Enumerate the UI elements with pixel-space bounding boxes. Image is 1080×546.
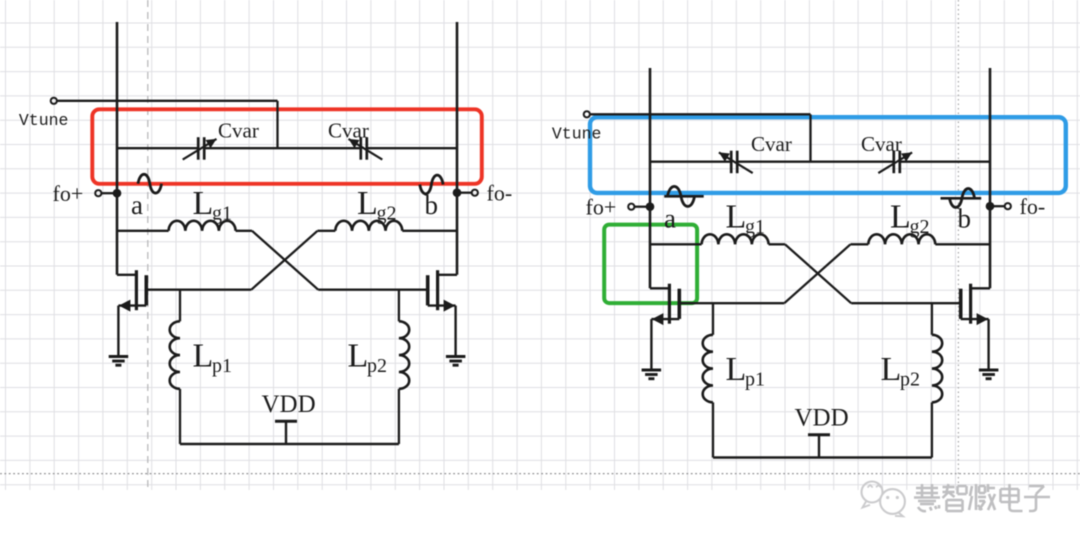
svg-text:Vtune: Vtune xyxy=(19,111,69,130)
svg-text:a: a xyxy=(664,203,676,233)
svg-text:VDD: VDD xyxy=(795,405,849,432)
svg-text:g1: g1 xyxy=(212,203,232,225)
svg-text:L: L xyxy=(357,185,378,222)
svg-text:L: L xyxy=(890,199,911,236)
svg-text:p2: p2 xyxy=(900,369,920,391)
svg-text:L: L xyxy=(726,351,747,388)
svg-text:p2: p2 xyxy=(367,355,387,377)
svg-text:L: L xyxy=(881,351,902,388)
svg-text:L: L xyxy=(193,338,214,375)
svg-text:L: L xyxy=(726,199,747,236)
svg-text:b: b xyxy=(958,203,972,233)
svg-text:L: L xyxy=(193,185,214,222)
svg-text:p1: p1 xyxy=(212,355,232,377)
svg-text:g1: g1 xyxy=(745,216,765,238)
svg-text:p1: p1 xyxy=(745,369,765,391)
svg-text:L: L xyxy=(348,338,369,375)
svg-text:g2: g2 xyxy=(910,216,930,238)
svg-text:fo-: fo- xyxy=(1020,194,1046,219)
svg-text:Cvar: Cvar xyxy=(861,132,902,156)
svg-text:fo-: fo- xyxy=(487,180,513,205)
svg-text:Cvar: Cvar xyxy=(751,132,792,156)
svg-text:fo+: fo+ xyxy=(586,194,617,219)
svg-text:Vtune: Vtune xyxy=(552,124,602,143)
svg-text:b: b xyxy=(425,190,439,220)
svg-text:a: a xyxy=(131,190,143,220)
svg-text:fo+: fo+ xyxy=(53,181,84,206)
svg-text:g2: g2 xyxy=(377,203,397,225)
svg-text:VDD: VDD xyxy=(262,391,316,418)
svg-text:Cvar: Cvar xyxy=(218,119,259,143)
svg-text:Cvar: Cvar xyxy=(328,119,369,143)
